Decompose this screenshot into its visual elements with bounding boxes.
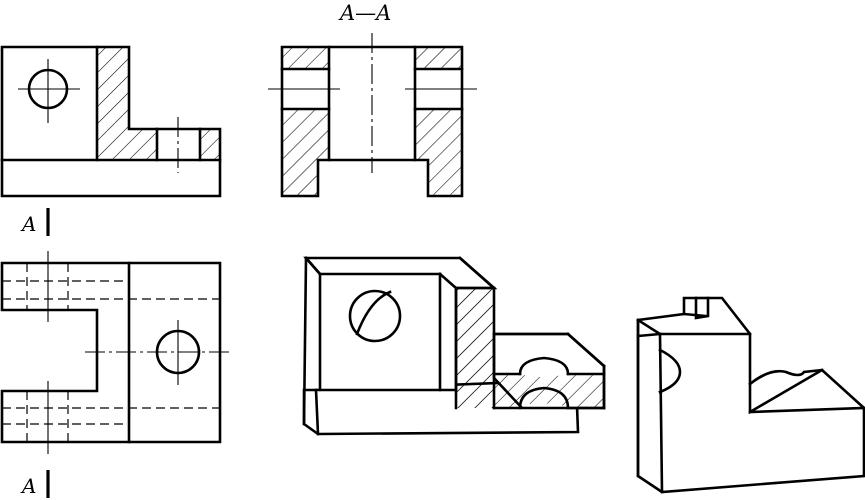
cut-label-bottom: A (20, 474, 36, 498)
isometric-back-view (636, 296, 865, 494)
front-view (0, 45, 222, 198)
top-view (0, 251, 232, 454)
cutting-plane-marks: A A (20, 208, 50, 498)
isometric-section-view (302, 256, 606, 436)
cut-label-top: A (20, 212, 36, 236)
iso-hole (348, 289, 402, 343)
section-title: A—A (338, 1, 391, 25)
section-view-a-a: A—A (268, 1, 477, 198)
